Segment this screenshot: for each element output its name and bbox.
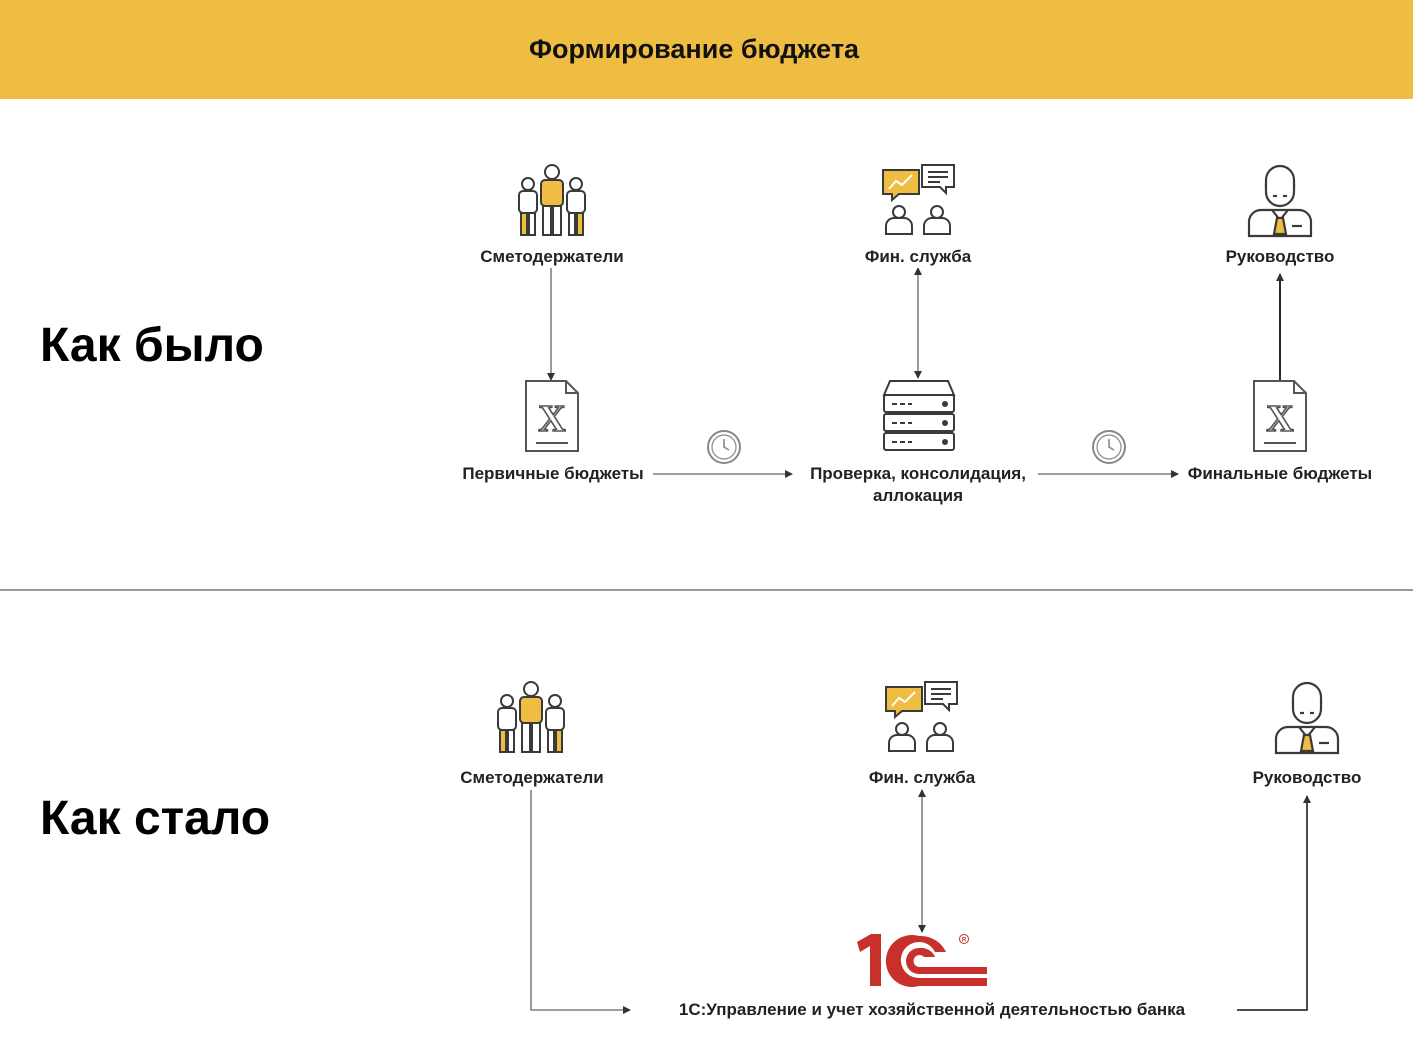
clock-icon	[707, 430, 741, 464]
arrow-system-to-management	[1237, 795, 1311, 1011]
manager-icon	[1274, 681, 1340, 755]
1c-logo-icon: R	[857, 934, 987, 987]
server-icon	[882, 380, 956, 451]
arrow-holders-to-system	[530, 790, 631, 1014]
svg-text:R: R	[962, 938, 967, 944]
label-check-line1: Проверка, консолидация,	[807, 463, 1029, 485]
before-section-title: Как было	[40, 319, 264, 372]
after-label-management: Руководство	[1249, 767, 1365, 789]
chat-chart-icon	[882, 164, 955, 235]
manager-icon	[1247, 164, 1313, 238]
svg-text:X: X	[1266, 398, 1293, 440]
before-label-management: Руководство	[1222, 246, 1338, 268]
section-divider	[0, 589, 1413, 591]
svg-text:X: X	[538, 398, 565, 440]
before-label-finance: Фин. служба	[861, 246, 975, 268]
after-section-title: Как стало	[40, 792, 271, 845]
header-bar: Формирование бюджета	[0, 0, 1413, 99]
page-title: Формирование бюджета	[528, 34, 860, 64]
people-group-icon	[497, 681, 565, 753]
after-label-finance: Фин. служба	[865, 767, 979, 789]
people-group-icon	[518, 164, 586, 236]
label-final-budgets: Финальные бюджеты	[1184, 463, 1376, 485]
before-label-budget-holders: Сметодержатели	[477, 246, 627, 268]
chat-chart-icon	[885, 681, 958, 752]
system-name-label: 1С:Управление и учет хозяйственной деяте…	[675, 999, 1189, 1021]
label-check-line2: аллокация	[870, 485, 966, 507]
after-label-budget-holders: Сметодержатели	[457, 767, 607, 789]
clock-icon	[1092, 430, 1126, 464]
label-primary-budgets: Первичные бюджеты	[459, 463, 647, 485]
excel-file-icon: X	[525, 380, 579, 452]
excel-file-icon: X	[1253, 380, 1307, 452]
